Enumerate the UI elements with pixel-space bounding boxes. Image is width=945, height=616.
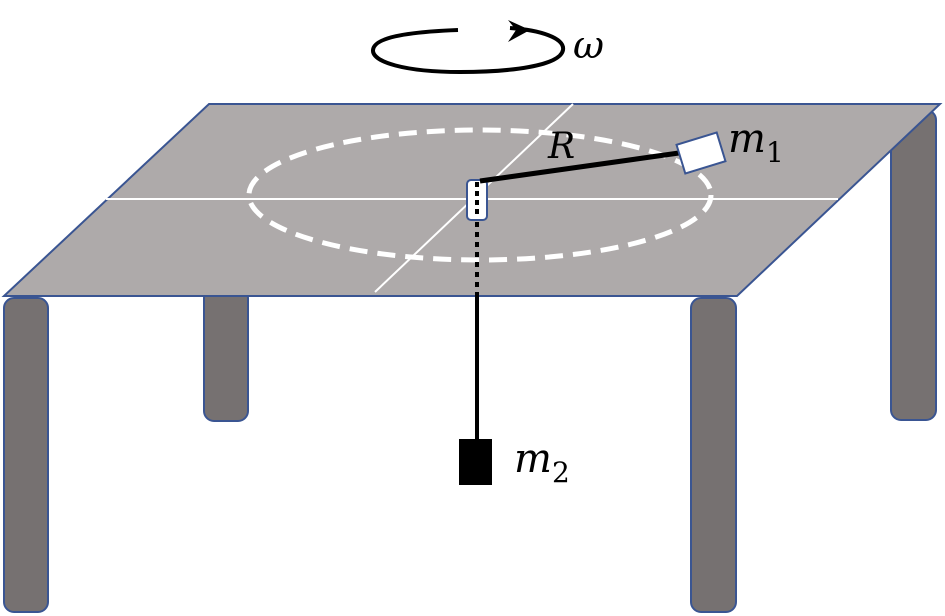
mass1-label: m1 (728, 116, 784, 169)
circular-path (246, 127, 714, 263)
mass1-label-subscript: 1 (766, 136, 784, 169)
mass-m1-block (675, 131, 727, 175)
mass-m2-block (459, 439, 492, 485)
rotation-arrowhead-icon (508, 20, 530, 42)
radius-string (479, 149, 687, 184)
mass2-label-base: m (514, 436, 552, 482)
mass1-label-base: m (728, 116, 766, 162)
radius-label: R (547, 126, 575, 167)
back-right-leg (890, 109, 937, 421)
mass2-label: m2 (514, 436, 570, 489)
mass2-label-subscript: 2 (552, 456, 570, 489)
front-right-leg (690, 297, 737, 613)
omega-label: ω (573, 23, 604, 67)
front-left-leg (3, 297, 49, 613)
back-left-leg (203, 287, 249, 422)
rotation-arrow-path (371, 26, 565, 75)
